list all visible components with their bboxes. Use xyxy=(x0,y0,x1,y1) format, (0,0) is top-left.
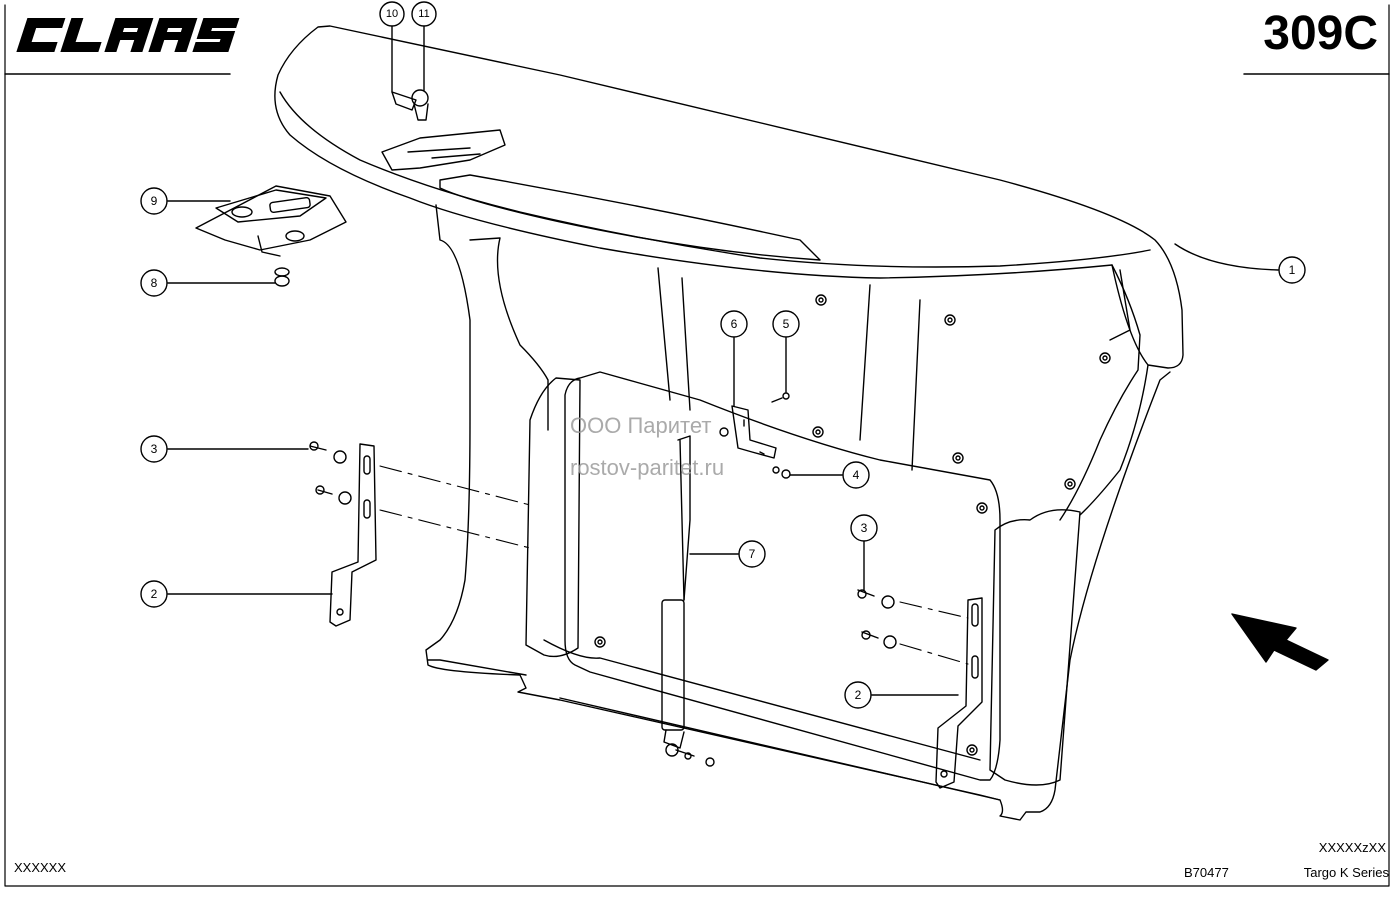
top-bracket-plate xyxy=(381,129,506,171)
callout-3-left: 3 xyxy=(140,435,168,463)
svg-text:11: 11 xyxy=(418,8,429,20)
callout-7: 7 xyxy=(738,540,766,568)
svg-text:3: 3 xyxy=(861,521,868,535)
callout-1: 1 xyxy=(1278,256,1306,284)
callout-8: 8 xyxy=(140,269,168,297)
svg-text:5: 5 xyxy=(783,317,790,331)
cover-recess xyxy=(439,174,821,261)
svg-text:4: 4 xyxy=(853,468,860,482)
footer-figure-code: B70477 xyxy=(1184,865,1229,880)
footer-left-code: XXXXXX xyxy=(14,860,67,875)
bracket-9 xyxy=(195,185,347,251)
callouts: 1 2 2 3 3 4 5 6 7 8 9 10 11 xyxy=(140,1,1306,709)
svg-text:2: 2 xyxy=(151,587,158,601)
direction-arrow xyxy=(1231,613,1329,671)
frame-border xyxy=(4,4,1390,887)
sheet-number: 309C xyxy=(1263,7,1378,60)
cover-top-outline xyxy=(274,25,1184,369)
callout-5: 5 xyxy=(772,310,800,338)
svg-text:9: 9 xyxy=(151,194,158,208)
leader-1 xyxy=(1174,243,1279,271)
bracket-2-left xyxy=(329,443,377,627)
gas-strut xyxy=(661,435,715,767)
bracket-6 xyxy=(731,405,777,459)
svg-text:10: 10 xyxy=(386,8,398,20)
bracket-2-right xyxy=(935,597,983,789)
callout-11: 11 xyxy=(411,1,437,27)
svg-text:3: 3 xyxy=(151,442,158,456)
svg-text:8: 8 xyxy=(151,276,158,290)
svg-text:1: 1 xyxy=(1289,263,1296,277)
watermark-company: ООО Паритет xyxy=(570,413,712,438)
watermark-website: rostov-paritet.ru xyxy=(570,455,725,480)
callout-9: 9 xyxy=(140,187,168,215)
panel-studs xyxy=(594,294,1111,756)
callout-2-left: 2 xyxy=(140,580,168,608)
cover-body-outline xyxy=(425,204,1171,821)
callout-2-right: 2 xyxy=(844,681,872,709)
callout-4: 4 xyxy=(842,461,870,489)
claas-logo xyxy=(16,18,240,52)
callout-3-right: 3 xyxy=(850,514,878,542)
footer-right-code: XXXXXzXX xyxy=(1318,840,1386,855)
inner-panel-outline xyxy=(564,371,1001,781)
svg-text:7: 7 xyxy=(749,547,756,561)
callout-6: 6 xyxy=(720,310,748,338)
callout-10: 10 xyxy=(379,1,405,27)
svg-text:2: 2 xyxy=(855,688,862,702)
footer-series: Targo K Series xyxy=(1303,865,1389,880)
svg-text:6: 6 xyxy=(731,317,738,331)
cover-top-inner-edge xyxy=(279,91,1151,268)
